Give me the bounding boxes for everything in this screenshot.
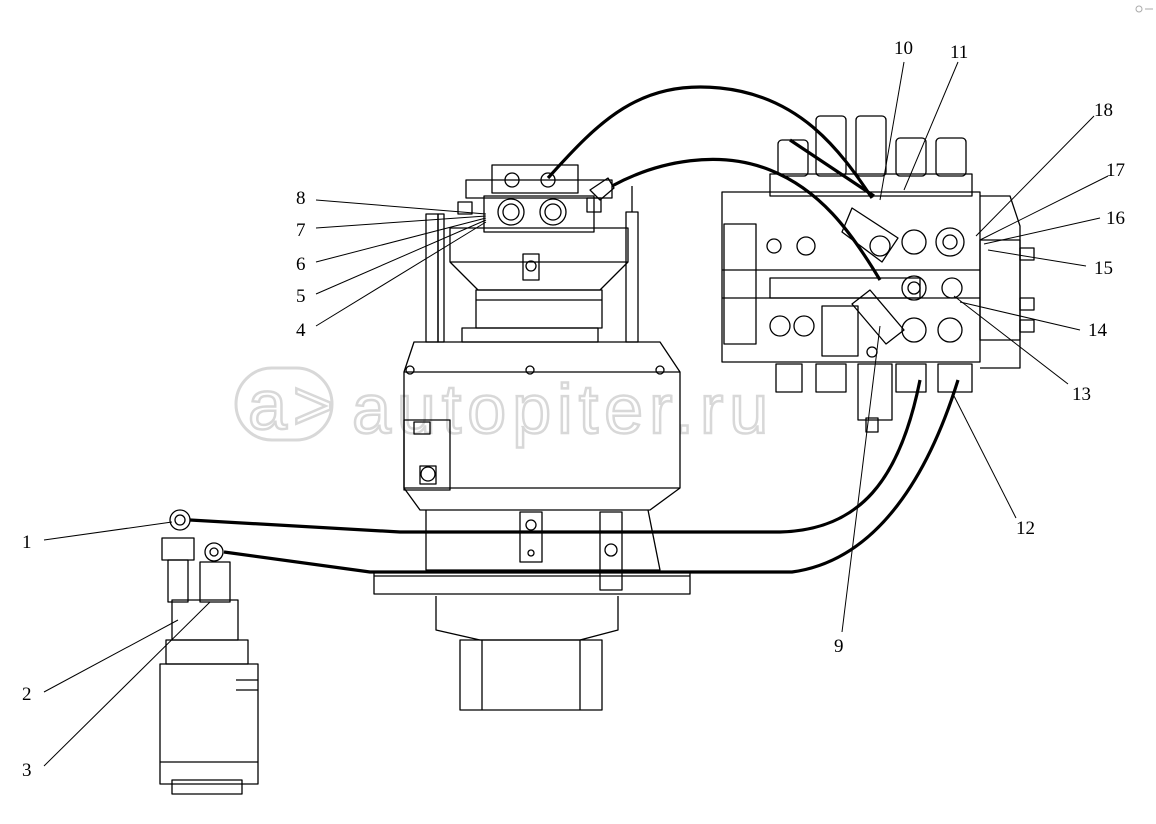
pump-body	[159, 663, 259, 785]
callout-5: 5	[296, 286, 306, 307]
callout-8: 8	[296, 188, 306, 209]
callout-17: 17	[1106, 160, 1125, 181]
callout-7: 7	[296, 220, 306, 241]
callout-labels: 1 2 3 4 5 6 7 8 9 10 11 12 13 14 15 16 1…	[22, 38, 1125, 781]
hose-motor-to-valve-lower	[611, 157, 882, 281]
watermark-site-text: autopiter.ru	[352, 370, 774, 448]
callout-leaders	[43, 61, 1109, 767]
hydraulic-hoses	[189, 85, 960, 574]
callout-14: 14	[1088, 320, 1108, 341]
callout-4: 4	[296, 320, 306, 341]
hose-eye-upper	[169, 509, 191, 531]
valve-body	[721, 191, 981, 363]
callout-2: 2	[22, 684, 32, 705]
watermark-logo-text: a>	[248, 366, 340, 444]
callout-15: 15	[1094, 258, 1113, 279]
callout-6: 6	[296, 254, 306, 275]
callout-12: 12	[1016, 518, 1035, 539]
mounting-flange	[373, 571, 691, 595]
corner-mark	[1135, 5, 1153, 13]
hose-motor-to-valve-upper	[546, 85, 874, 199]
callout-1: 1	[22, 532, 32, 553]
callout-16: 16	[1106, 208, 1125, 229]
callout-13: 13	[1072, 384, 1091, 405]
gearbox-housing	[403, 341, 681, 511]
multiway-valve-block	[721, 115, 1035, 433]
watermark-logo-frame	[234, 366, 334, 442]
hose-left-upper	[189, 379, 922, 534]
motor-head-top	[491, 164, 579, 194]
callout-10: 10	[894, 38, 913, 59]
hose-left-lower	[223, 379, 960, 574]
callout-11: 11	[950, 42, 968, 63]
pinion-housing	[459, 639, 603, 711]
callout-3: 3	[22, 760, 32, 781]
callout-9: 9	[834, 636, 844, 657]
callout-18: 18	[1094, 100, 1113, 121]
left-pump-unit	[159, 509, 259, 795]
watermark: a> autopiter.ru	[234, 365, 774, 449]
